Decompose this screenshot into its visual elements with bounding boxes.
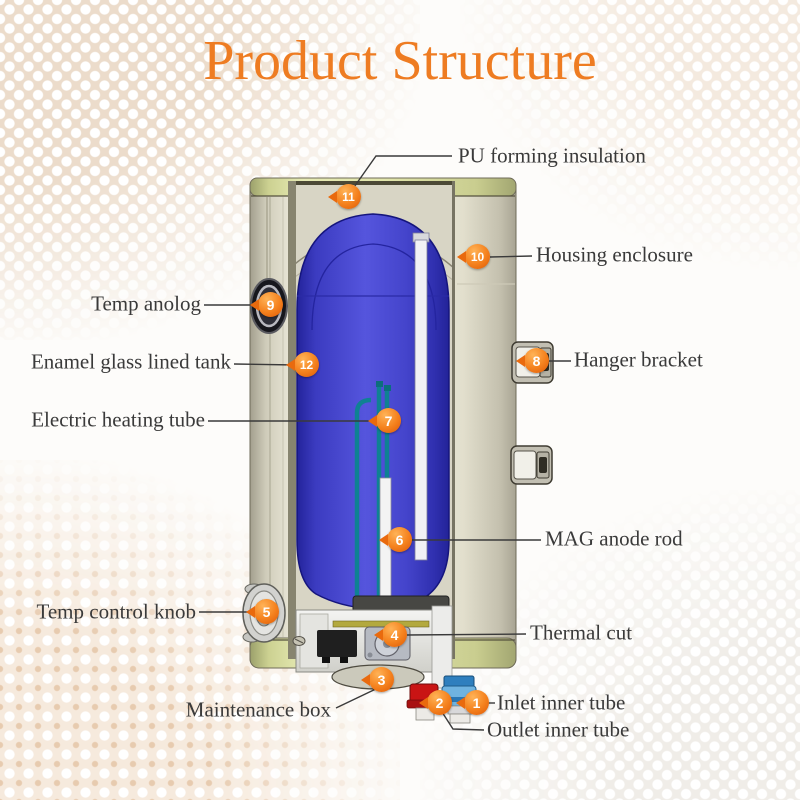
- callout-marker-10: 10: [465, 244, 490, 269]
- callout-marker-5: 5: [254, 599, 279, 624]
- callout-label-temp-anolog: Temp anolog: [91, 291, 201, 316]
- callout-label-maintenance-box: Maintenance box: [185, 697, 331, 722]
- callout-label-inlet-inner-tube: Inlet inner tube: [497, 690, 626, 715]
- callout-label-housing-enclosure: Housing enclosure: [536, 242, 693, 267]
- callout-label-enamel-glass-lined-tank: Enamel glass lined tank: [30, 349, 231, 374]
- callout-marker-3: 3: [369, 667, 394, 692]
- callout-marker-1: 1: [464, 690, 489, 715]
- callout-marker-11: 11: [336, 184, 361, 209]
- thermostat-block: [317, 630, 357, 657]
- callout-label-mag-anode-rod: MAG anode rod: [545, 526, 683, 551]
- callout-marker-7: 7: [376, 408, 401, 433]
- outlet-tube-internal: [412, 232, 430, 561]
- callout-label-thermal-cut: Thermal cut: [530, 620, 633, 645]
- callout-marker-12: 12: [294, 352, 319, 377]
- callout-label-outlet-inner-tube: Outlet inner tube: [487, 717, 630, 742]
- callout-marker-6: 6: [387, 527, 412, 552]
- hanger-bracket-bottom: [510, 445, 553, 485]
- callout-label-pu-forming-insulation: PU forming insulation: [458, 143, 646, 168]
- callout-label-temp-control-knob: Temp control knob: [36, 599, 197, 624]
- page-title: Product Structure: [203, 30, 597, 92]
- callout-marker-2: 2: [427, 690, 452, 715]
- enamel-glass-lined-tank: [296, 213, 450, 610]
- callout-label-hanger-bracket: Hanger bracket: [574, 347, 703, 372]
- callout-marker-4: 4: [382, 622, 407, 647]
- callout-marker-9: 9: [258, 292, 283, 317]
- callout-label-electric-heating-tube: Electric heating tube: [31, 407, 205, 432]
- callout-marker-8: 8: [524, 348, 549, 373]
